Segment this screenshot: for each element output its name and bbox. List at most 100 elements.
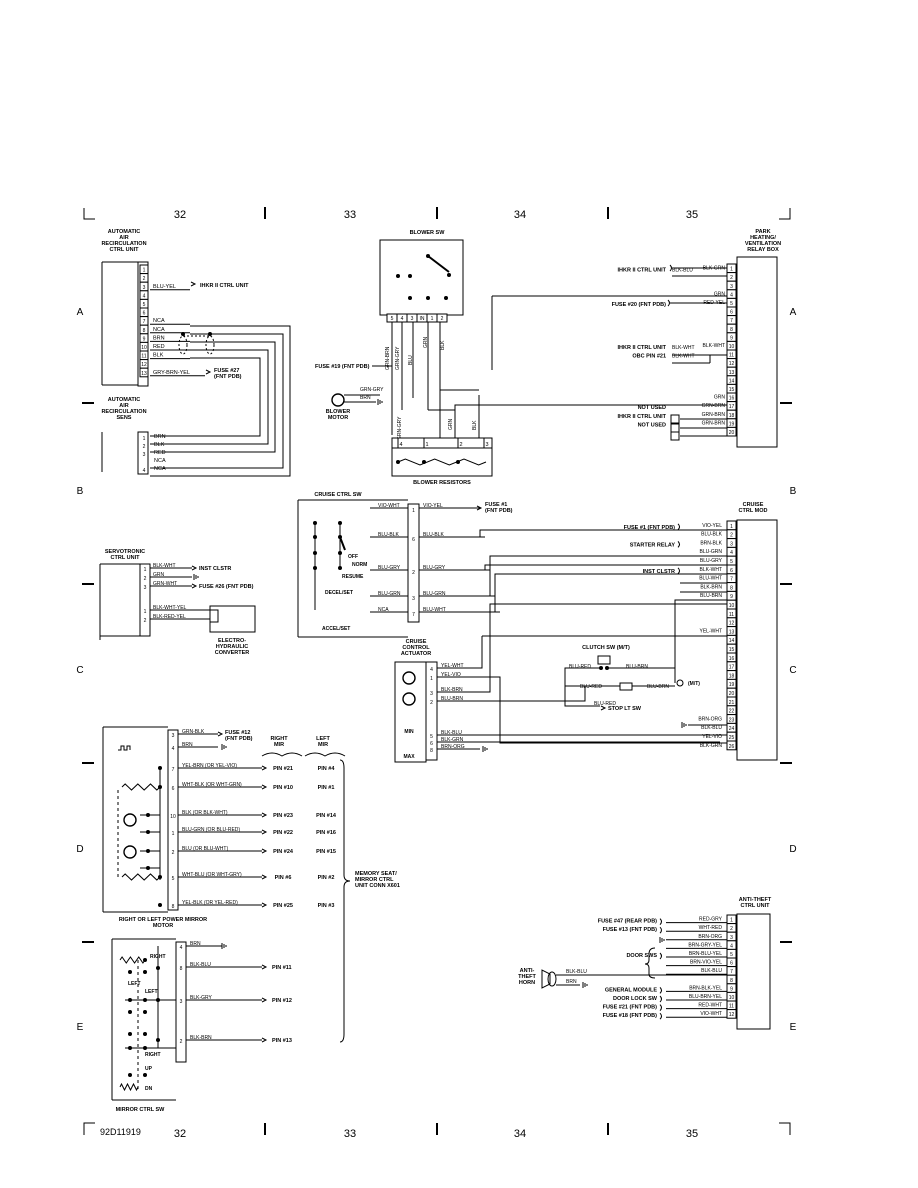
brace-icon — [261, 752, 303, 757]
wire-label: BLK-GRN — [441, 737, 464, 743]
wire-label: RED — [154, 450, 166, 456]
pin-number: 3 — [143, 285, 146, 291]
junction-dot — [408, 296, 412, 300]
pin-number: 1 — [143, 268, 146, 274]
wire-label: BLK — [153, 353, 164, 359]
pin-number: 2 — [144, 576, 147, 582]
pin-number: 19 — [729, 682, 735, 688]
pin-number: 8 — [172, 904, 175, 910]
wire-label: GRN-BRN — [702, 412, 726, 418]
junction-dot — [143, 1073, 147, 1077]
dest-label: FUSE #20 (FNT PDB) — [612, 302, 667, 308]
pin-number: 2 — [180, 1039, 183, 1045]
wire-nca — [150, 325, 291, 477]
air-recirc-sens-label: AIR — [119, 403, 129, 409]
junction-dot — [146, 830, 150, 834]
pin-number: 2 — [430, 700, 433, 706]
pin-number: 4 — [730, 292, 733, 298]
pin-number: 11 — [141, 354, 146, 360]
arrow-icon — [191, 565, 198, 571]
wire-label: BLK-RED-YEL — [153, 614, 186, 620]
junction-dot — [444, 296, 448, 300]
pin-number: 14 — [729, 638, 735, 644]
arrow-icon — [261, 902, 268, 908]
dest-label: FUSE #27 — [214, 368, 239, 374]
wire-label: RED-GRY — [699, 917, 723, 923]
wire-label: NCA — [378, 607, 389, 613]
pin-number: 19 — [729, 421, 735, 427]
grid-col-top: 33 — [344, 209, 356, 221]
wire-label: BLK-GRY — [190, 995, 213, 1001]
wire-label: BLK — [154, 442, 165, 448]
ground-icon — [582, 982, 588, 988]
actuator-max: MAX — [403, 754, 415, 760]
pin-number: 4 — [143, 293, 146, 299]
cruise-ctrl-mod-body — [736, 519, 778, 761]
pin-cell — [139, 367, 149, 378]
blower-sw-body — [379, 239, 464, 316]
wire-label: BLK-WHT — [703, 343, 726, 349]
electro-hydraulic-plug — [209, 609, 219, 623]
pin-number: 24 — [729, 726, 735, 732]
wire-grn — [428, 404, 730, 411]
wire-label: YEL-WHT — [700, 628, 723, 634]
dest-label: PIN #12 — [272, 998, 292, 1004]
grid-col-top: 34 — [514, 209, 526, 221]
wire-label: BLK-BLU — [701, 725, 722, 731]
actuator-valve-icon — [402, 692, 416, 706]
mirror-right-pin: PIN #23 — [273, 813, 293, 819]
anti-theft-unit-label: ANTI-THEFT — [739, 897, 772, 903]
anti-theft-unit-body — [736, 913, 771, 1030]
switch-pos: ACCEL/SET — [322, 626, 350, 632]
resistor-icon — [121, 873, 161, 881]
ground-icon — [377, 399, 383, 405]
park-relay-box-label: VENTILATION — [745, 241, 781, 247]
grid-col-top: 32 — [174, 209, 186, 221]
connector-icon — [659, 995, 662, 1003]
pin-number: 8 — [730, 327, 733, 333]
wire-label: BLK-BRN — [190, 1035, 212, 1041]
pin-number: 8 — [180, 966, 183, 972]
park-relay-box-label: RELAY BOX — [747, 247, 779, 253]
blower-motor-label: BLOWER — [326, 409, 350, 415]
dest-label: IHKR II CTRL UNIT — [618, 345, 667, 351]
wire-label: BLK-BLU — [190, 962, 211, 968]
switch-blade — [427, 255, 450, 273]
pin-number: 1 — [172, 831, 175, 837]
grid-col-bottom: 35 — [686, 1128, 698, 1140]
corner-br — [779, 1122, 791, 1135]
grid-row-left: E — [77, 1022, 84, 1033]
junction-dot — [146, 849, 150, 853]
mirror-left-header: LEFT — [316, 736, 330, 742]
cruise-ctrl-sw-label: CRUISE CTRL SW — [314, 492, 362, 498]
pin-number: 3 — [180, 999, 183, 1005]
pin-number: 20 — [729, 691, 735, 697]
wire-label-vert: BLK — [472, 420, 478, 430]
wire-label: BLK-BLU — [672, 268, 693, 274]
pin-number: 4 — [430, 667, 433, 673]
connector-icon — [659, 1012, 662, 1020]
pin-cell — [726, 426, 737, 437]
wire-label: BLK-GRN — [700, 743, 723, 749]
switch-pos: DN — [145, 1086, 153, 1092]
dest-label: FUSE #26 (FNT PDB) — [199, 584, 254, 590]
pin-number: 3 — [144, 585, 147, 591]
arrow-icon — [261, 812, 268, 818]
pin-number: 10 — [729, 344, 735, 350]
pin-number: 5 — [391, 316, 394, 322]
pin-number: 13 — [729, 370, 735, 376]
switch-pos: UP — [145, 1066, 153, 1072]
wire-label: BLU-GRY — [700, 558, 723, 564]
connector-icon — [677, 541, 680, 548]
blower-resistors-pins — [391, 437, 493, 449]
wire-label: GRN — [714, 291, 726, 297]
blower-motor-icon — [331, 393, 345, 407]
clutch-sw-body — [597, 655, 611, 665]
wire-nca — [150, 333, 284, 469]
wire-label: BLK-WHT — [700, 567, 723, 573]
pin-number: 6 — [730, 961, 733, 967]
wire-label: BRN-VIO-YEL — [690, 960, 722, 966]
wire-label: NCA — [153, 318, 165, 324]
pin-number: 11 — [729, 612, 734, 618]
mirror-pins — [167, 729, 179, 911]
